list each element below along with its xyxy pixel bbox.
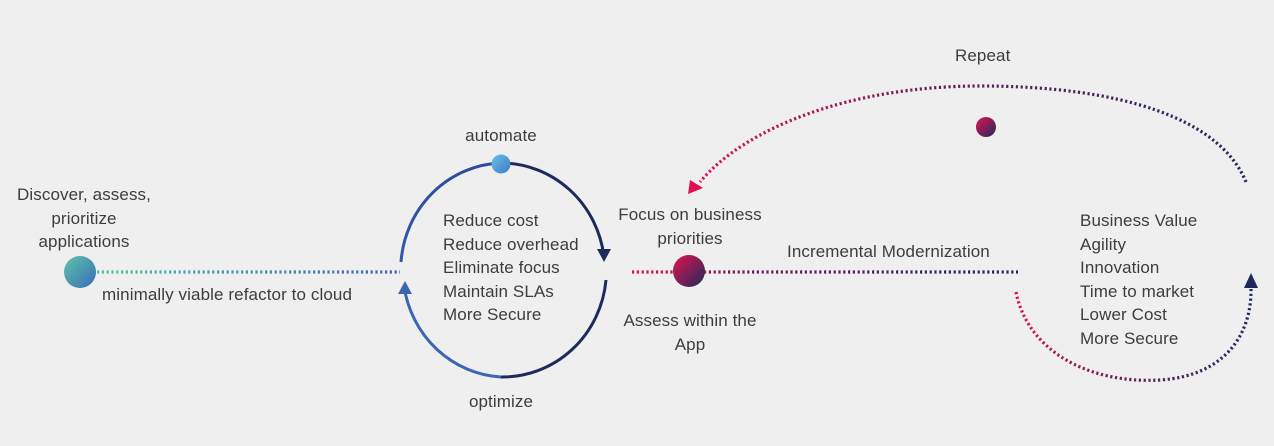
outcome-item: More Secure xyxy=(1080,328,1179,348)
outcome-item: Innovation xyxy=(1080,258,1160,277)
optimize-label: optimize xyxy=(468,392,534,411)
repeat-node xyxy=(976,117,996,137)
assess-label-line-1: Assess within the xyxy=(623,311,757,330)
start-label: Discover, assess, prioritize application… xyxy=(4,183,164,254)
outcome-arrowhead xyxy=(1244,273,1258,288)
start-label-line-1: Discover, assess, xyxy=(17,185,151,204)
start-node xyxy=(64,256,96,288)
start-label-line-3: applications xyxy=(38,232,130,251)
cycle-lower-right-arc xyxy=(500,279,608,379)
focus-label-line-1: Focus on business xyxy=(618,205,762,224)
modernization-path-label: Incremental Modernization xyxy=(787,242,990,261)
outcomes-list: Business Value Agility Innovation Time t… xyxy=(1080,209,1197,350)
outcome-item: Agility xyxy=(1080,234,1127,254)
cycle-benefit-item: Reduce cost xyxy=(443,211,539,230)
automate-label: automate xyxy=(465,126,537,145)
repeat-label: Repeat xyxy=(955,46,1011,65)
cycle-benefit-item: Eliminate focus xyxy=(443,258,560,277)
outcome-item: Business Value xyxy=(1080,211,1198,230)
assess-label: Assess within the App xyxy=(600,309,780,356)
refactor-path-label: minimally viable refactor to cloud xyxy=(102,285,352,304)
cycle-arrowhead-up xyxy=(398,281,412,294)
outcome-arc xyxy=(1014,287,1253,382)
cycle-benefit-item: Maintain SLAs xyxy=(443,281,554,301)
assess-label-line-2: App xyxy=(674,334,706,354)
start-label-line-2: prioritize xyxy=(51,208,117,228)
cycle-benefits-list: Reduce cost Reduce overhead Eliminate fo… xyxy=(443,209,579,327)
cycle-arrowhead-down xyxy=(597,249,611,262)
assess-node xyxy=(673,255,705,287)
cycle-benefit-item: Reduce overhead xyxy=(443,234,579,254)
focus-label: Focus on business priorities xyxy=(600,203,780,250)
cycle-left-arc xyxy=(399,161,502,263)
cycle-lower-left-arc xyxy=(402,285,502,379)
repeat-loop-arc xyxy=(698,84,1248,184)
outcome-item: Time to market xyxy=(1080,281,1195,301)
outcome-item: Lower Cost xyxy=(1080,305,1167,324)
cycle-benefit-item: More Secure xyxy=(443,305,542,324)
cycle-right-arc xyxy=(500,161,606,258)
repeat-arrowhead xyxy=(688,180,703,194)
focus-label-line-2: priorities xyxy=(657,228,723,248)
automate-node xyxy=(491,154,511,174)
